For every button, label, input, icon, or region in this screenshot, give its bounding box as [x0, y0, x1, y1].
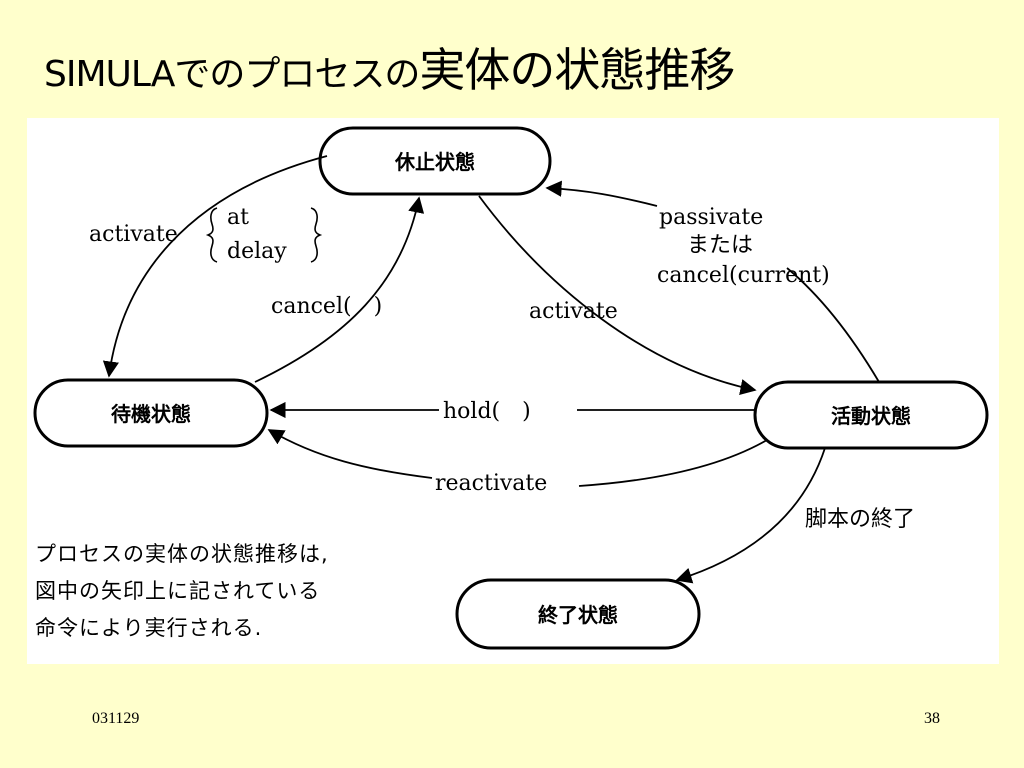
label-delay: delay — [227, 239, 287, 264]
footer-date: 031129 — [92, 710, 140, 727]
label-passivate: passivate — [659, 205, 763, 230]
note-line-3: 命令により実行される. — [35, 616, 262, 640]
node-passive: 休止状態 — [318, 126, 552, 196]
node-waiting-label: 待機状態 — [111, 402, 191, 426]
brace-left — [205, 207, 218, 263]
node-passive-label: 休止状態 — [394, 150, 475, 174]
node-waiting: 待機状態 — [33, 378, 269, 448]
node-terminated-label: 終了状態 — [538, 603, 618, 627]
label-cancel: cancel( ) — [271, 294, 382, 319]
note-line-1: プロセスの実体の状態推移は, — [35, 542, 329, 566]
label-cancel-current: cancel(current) — [657, 263, 830, 288]
label-hold: hold( ) — [443, 399, 531, 424]
node-terminated: 終了状態 — [455, 578, 701, 650]
label-passivate-or: または — [687, 233, 753, 258]
note-line-2: 図中の矢印上に記されている — [35, 579, 320, 603]
label-at: at — [227, 205, 249, 230]
edge-activate-right — [478, 195, 757, 396]
edge-passivate-top — [545, 180, 658, 207]
edge-end-of-script — [675, 447, 826, 584]
label-activate-right: activate — [529, 299, 618, 324]
edge-reactivate-right — [578, 439, 768, 487]
edge-reactivate-left — [267, 429, 433, 479]
label-reactivate: reactivate — [435, 471, 547, 496]
edge-passivate — [786, 267, 880, 383]
edge-activate-at-delay — [102, 155, 328, 378]
label-activate-left: activate — [89, 222, 178, 247]
node-active-label: 活動状態 — [831, 404, 911, 428]
brace-right — [310, 207, 323, 263]
slide-title-part1: SIMULAでのプロセスの — [44, 54, 420, 95]
slide-title: SIMULAでのプロセスの実体の状態推移 — [44, 34, 735, 100]
slide-title-part2: 実体の状態推移 — [419, 43, 735, 97]
page-number: 38 — [924, 710, 940, 727]
edge-cancel — [254, 196, 425, 383]
node-active: 活動状態 — [753, 380, 989, 450]
label-end-of-script: 脚本の終了 — [805, 507, 915, 532]
state-transition-diagram: 休止状態 待機状態 活動状態 終了状態 activ — [27, 118, 999, 664]
